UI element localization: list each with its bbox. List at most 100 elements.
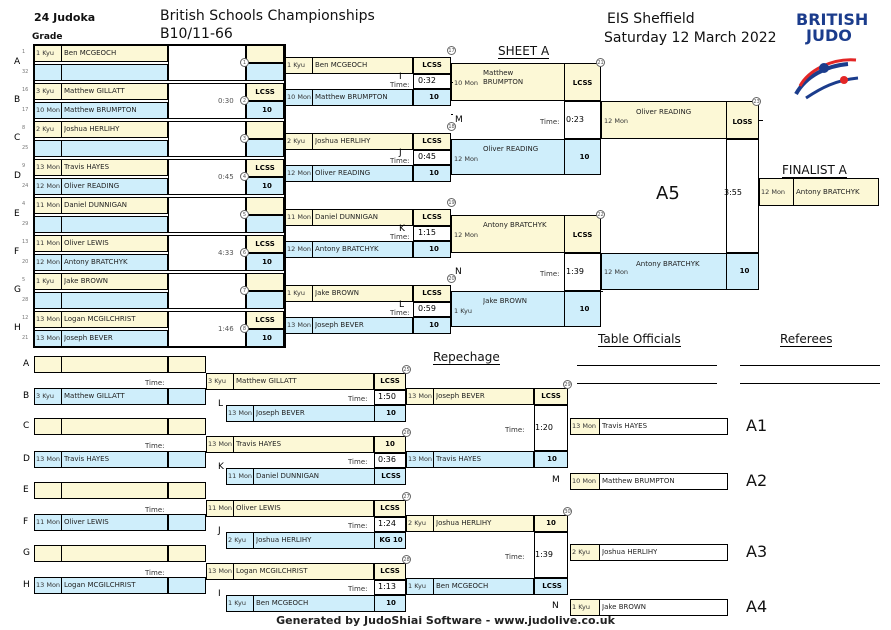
r2-letter: K (399, 224, 405, 234)
pool-letter: H (14, 323, 21, 333)
r1-match-number: 6 (240, 248, 249, 257)
r1-1-white-name: Matthew GILLATT (64, 87, 125, 95)
r4-match-number: 23 (752, 97, 761, 106)
rep3-1-blue-name: Ben MCGEOCH (436, 582, 489, 590)
pool-letter: B (14, 95, 21, 105)
pool-letter: D (14, 171, 21, 181)
rep2-2-white-name: Oliver LEWIS (236, 504, 281, 512)
seed-num: 32 (22, 69, 29, 75)
r1-1-blue-name: Matthew BRUMPTON (64, 106, 137, 114)
r1-time: 0:45 (218, 173, 234, 181)
r1-score-box (246, 253, 284, 271)
rep1-2-grade-box (34, 418, 62, 435)
rep2-0-white-grade-box (206, 373, 234, 390)
r2-result-box (413, 57, 451, 74)
r2-0-white-grade-box (285, 57, 313, 74)
r1-score: 10 (262, 106, 272, 114)
r4-time: 3:55 (724, 188, 742, 197)
rep3-score: 10 (547, 455, 557, 463)
r2-time-label: Time: (390, 157, 410, 165)
referee-line (740, 383, 880, 384)
r2-time: 0:59 (418, 304, 436, 313)
rep1-7-grade: 13 Mon (36, 581, 61, 589)
rep2-1-white-grade-box (206, 436, 234, 453)
rep2-time-box (374, 453, 406, 468)
rep2-time: 1:24 (378, 519, 396, 528)
bracket-line (759, 120, 763, 121)
finalist-name: Antony BRATCHYK (796, 188, 860, 196)
rep2-3-blue-name: Ben MCGEOCH (256, 599, 309, 607)
r3-match-number: 22 (596, 210, 605, 219)
official-line (577, 383, 717, 384)
rep2-3-blue-grade: 1 Kyu (228, 599, 246, 607)
r1-result-box (246, 121, 284, 139)
r2-result-box (413, 133, 451, 150)
rep-letter: H (23, 580, 30, 590)
rep1-4-grade-box (34, 482, 62, 499)
r2-time-box (413, 302, 451, 317)
seed-num: 29 (22, 221, 29, 227)
r2-3-white-grade-box (285, 285, 313, 302)
rep1-score-box (168, 451, 206, 468)
medal-name: Joshua HERLIHY (602, 548, 658, 556)
r3-time-label: Time: (540, 118, 560, 126)
seed-num: 24 (22, 183, 29, 189)
r2-match-number: 20 (447, 274, 456, 283)
r1-result-box (246, 311, 284, 329)
r1-result-box (246, 273, 284, 291)
seed-num: 5 (22, 277, 26, 283)
r2-1-white-name: Joshua HERLIHY (315, 137, 371, 145)
r1-score-box (246, 215, 284, 233)
r2-result: LCSS (422, 289, 442, 297)
rep2-time-label: Time: (145, 569, 165, 577)
r3-score-box (564, 291, 601, 327)
rep2-result-box (374, 436, 406, 453)
referees-label: Referees (780, 332, 833, 347)
r1-1-blue-grade: 10 Mon (36, 106, 61, 114)
rep2-time-box (374, 517, 406, 532)
r1-score-box (246, 291, 284, 309)
r1-3-white-grade: 13 Mon (36, 163, 61, 171)
r2-time: 0:45 (418, 152, 436, 161)
grade-label: Grade (32, 32, 63, 42)
rep1-5-grade-box (34, 514, 62, 531)
r3-score: 10 (579, 305, 590, 313)
rep3-match-number: 30 (563, 507, 572, 516)
bracket-line (451, 82, 453, 83)
r2-letter: I (399, 72, 402, 82)
rep3-0-white-grade-box (406, 388, 434, 405)
r2-letter: J (399, 148, 402, 158)
rep2-2-white-grade: 11 Mon (208, 504, 233, 512)
rep2-2-blue-name: Joshua HERLIHY (256, 536, 312, 544)
r1-match-number: 8 (240, 324, 249, 333)
rep2-2-blue-grade-box (226, 532, 254, 549)
rep2-time: 1:13 (378, 582, 396, 591)
rep2-result-box (374, 373, 406, 390)
judoka-count: 24 Judoka (34, 11, 96, 24)
rep2-1-white-grade: 13 Mon (208, 440, 233, 448)
rep3-time: 1:39 (535, 550, 553, 559)
r1-6-white-name: Jake BROWN (64, 277, 109, 285)
rep3-1-blue-grade: 1 Kyu (408, 582, 426, 590)
rep1-3-name: Travis HAYES (64, 455, 110, 463)
rep1-3-grade-box (34, 451, 62, 468)
r2-match-number: 19 (447, 198, 456, 207)
pool-letter: F (14, 247, 20, 257)
rep2-letter: K (218, 462, 224, 472)
r2-3-blue-name: Joseph BEVER (315, 321, 364, 329)
r1-result: LCSS (255, 240, 275, 248)
rep2-1-white-name: Travis HAYES (236, 440, 282, 448)
r1-score-box (246, 139, 284, 157)
r1-1-white-grade: 3 Kyu (36, 87, 54, 95)
r1-score: 10 (262, 258, 272, 266)
r2-match-number: 18 (447, 122, 456, 131)
rep-letter: F (23, 517, 29, 527)
seed-num: 13 (22, 239, 29, 245)
r2-result-box (413, 285, 451, 302)
rep2-3-blue-grade-box (226, 595, 254, 612)
r4-score: 10 (739, 267, 750, 275)
r4-result: LOSS (732, 118, 753, 126)
r1-0-white-name: Ben MCGEOCH (64, 49, 117, 57)
rep2-result-box (374, 500, 406, 517)
rep2-1-blue-grade: 11 Mon (228, 472, 253, 480)
